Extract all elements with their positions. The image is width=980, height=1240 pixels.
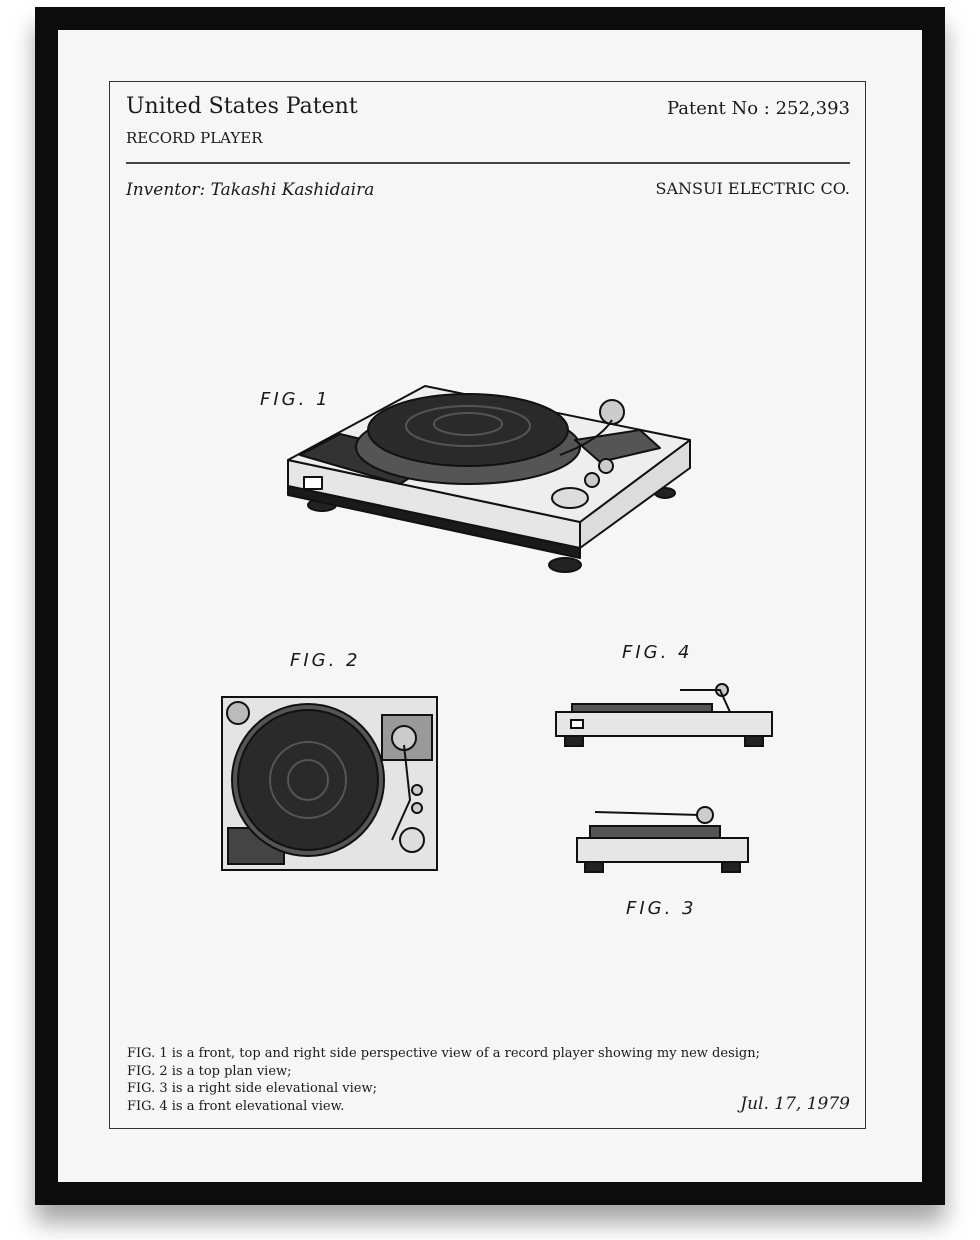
description-line: FIG. 3 is a right side elevational view;	[127, 1081, 377, 1096]
fig4-label: FIG. 4	[622, 642, 693, 663]
patent-number: Patent No : 252,393	[667, 98, 850, 119]
poster-mat	[58, 30, 922, 1182]
fig1-label: FIG. 1	[260, 389, 331, 410]
patent-border	[109, 81, 866, 1129]
description-line: FIG. 2 is a top plan view;	[127, 1063, 292, 1079]
fig3-label: FIG. 3	[626, 898, 697, 919]
fig2-top-plan-drawing	[221, 696, 438, 871]
patent-title: United States Patent	[126, 94, 358, 119]
fig3-side-elevation-drawing	[576, 806, 749, 873]
fig4-front-elevation-drawing	[555, 683, 773, 747]
description-line: FIG. 4 is a front elevational view.	[127, 1098, 345, 1114]
company: SANSUI ELECTRIC CO.	[655, 179, 850, 198]
patent-date: Jul. 17, 1979	[740, 1094, 850, 1114]
figure-descriptions: FIG. 1 is a front, top and right side pe…	[127, 1045, 760, 1115]
inventor: Inventor: Takashi Kashidaira	[126, 180, 375, 200]
fig1-perspective-drawing	[287, 385, 691, 573]
fig2-label: FIG. 2	[290, 650, 361, 671]
description-line: FIG. 1 is a front, top and right side pe…	[127, 1046, 760, 1061]
patent-subtitle: RECORD PLAYER	[126, 129, 263, 147]
header-divider	[126, 162, 850, 164]
